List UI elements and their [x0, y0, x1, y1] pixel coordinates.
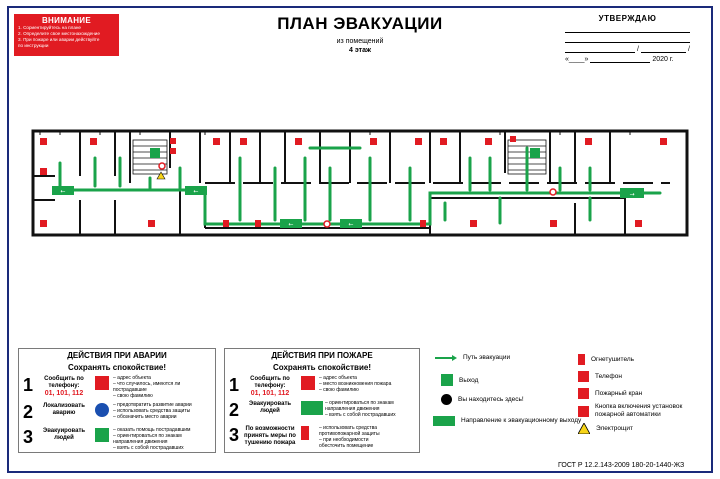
approval-block: УТВЕРЖДАЮ // «____» 2020 г.	[565, 14, 690, 63]
step-details: – адрес объекта– место возникновения пож…	[319, 375, 392, 393]
page-frame	[7, 6, 713, 473]
fire-heading: ДЕЙСТВИЯ ПРИ ПОЖАРЕ	[271, 351, 373, 360]
fire-step: 1 Сообщить по телефону:01, 101, 112 – ад…	[225, 374, 419, 398]
plan-title-block: ПЛАН ЭВАКУАЦИИ из помещений 4 этаж	[240, 14, 480, 54]
step-number: 3	[229, 425, 240, 445]
svg-text:←: ←	[288, 221, 293, 228]
step-number: 2	[23, 402, 34, 422]
fire-extinguisher-icon	[578, 354, 585, 365]
step-label: Эвакуировать людей	[248, 401, 292, 414]
step-label: По возможности принять меры по тушению п…	[244, 426, 296, 446]
legend-exit: Выход	[441, 374, 478, 386]
legend-panel-label: Электрощит	[596, 425, 633, 432]
step-number: 3	[23, 427, 34, 447]
you-are-here-icon	[441, 394, 452, 405]
first-aid-icon	[95, 428, 109, 442]
phone-icon	[578, 371, 589, 382]
step-details: – использовать средства противопожарной …	[319, 425, 380, 449]
accident-step: 2 Локализовать аварию – предотвратить ра…	[19, 401, 215, 425]
standard-footer: ГОСТ Р 12.2.143-2009 180-20-1440-ЖЗ	[558, 462, 685, 469]
approval-heading: УТВЕРЖДАЮ	[598, 14, 657, 23]
legend-phone: Телефон	[578, 371, 622, 382]
fire-subheading: Сохранять спокойствие!	[273, 363, 371, 372]
attention-line: 1. Сориентируйтесь на плане	[18, 25, 81, 30]
signature-row: //	[565, 43, 690, 53]
step-details: – оказать помощь пострадавшим– ориентиро…	[113, 427, 191, 451]
page-title: ПЛАН ЭВАКУАЦИИ	[277, 14, 443, 33]
accident-actions-panel: ДЕЙСТВИЯ ПРИ АВАРИИ Сохранять спокойстви…	[18, 348, 216, 453]
fire-step: 3 По возможности принять меры по тушению…	[225, 424, 419, 449]
legend-phone-label: Телефон	[595, 373, 622, 380]
evacuation-path-icon	[435, 354, 457, 361]
legend-direction: Направление к эвакуационному выходу	[433, 416, 583, 426]
step-number: 2	[229, 400, 240, 420]
step-label: Локализовать аварию	[43, 403, 85, 416]
svg-text:→: →	[629, 191, 634, 198]
phone-icon	[301, 376, 315, 390]
legend-alarm-button-label: Кнопка включения установок пожарной авто…	[595, 403, 683, 418]
legend-panel: Электрощит	[578, 423, 633, 434]
legend-you-are-here-label: Вы находитесь здесь!	[458, 396, 524, 403]
phone-icon	[95, 376, 109, 390]
legend-exit-label: Выход	[459, 376, 479, 384]
accident-step: 1 Сообщить по телефону:01, 101, 112 – ад…	[19, 374, 215, 399]
step-details: – предотвратить развитие аварии– использ…	[113, 402, 192, 420]
legend-path-label: Путь эвакуации	[463, 354, 511, 361]
direction-to-exit-icon	[433, 416, 455, 426]
floor-label: 4 этаж	[349, 47, 371, 54]
emergency-phones: 01, 101, 112	[44, 390, 84, 397]
legend-path: Путь эвакуации	[435, 354, 510, 361]
svg-text:←: ←	[60, 188, 65, 195]
svg-text:←: ←	[348, 221, 353, 228]
signature-line	[565, 23, 690, 33]
attention-heading: ВНИМАНИЕ	[41, 16, 91, 25]
exit-sign-icon	[301, 401, 323, 415]
attention-line: 3. При пожаре или аварии действуйте	[18, 37, 100, 42]
step-number: 1	[229, 375, 240, 395]
attention-line: 2. Определите свое местонахождение	[18, 31, 100, 36]
step-number: 1	[23, 375, 34, 395]
accident-subheading: Сохранять спокойствие!	[68, 363, 166, 372]
legend-hydrant: Пожарный кран	[578, 388, 642, 399]
step-details: – адрес объекта– что случилось, имеются …	[113, 375, 181, 399]
accident-heading: ДЕЙСТВИЯ ПРИ АВАРИИ	[67, 351, 167, 360]
protection-icon	[95, 403, 109, 417]
floor-plan: ← ← ← ← →	[31, 129, 689, 237]
signature-line	[565, 33, 690, 43]
attention-line: по инструкции	[18, 43, 49, 48]
step-label: Сообщить по телефону:01, 101, 112	[44, 376, 84, 397]
exit-icon	[441, 374, 453, 386]
legend-direction-label: Направление к эвакуационному выходу	[461, 417, 582, 424]
date-year: 2020 г.	[652, 56, 674, 63]
electrical-panel-icon	[578, 423, 590, 434]
attention-box: ВНИМАНИЕ 1. Сориентируйтесь на плане 2. …	[14, 14, 119, 56]
emergency-phones: 01, 101, 112	[250, 390, 290, 397]
legend-hydrant-label: Пожарный кран	[595, 390, 643, 397]
date-row: «____» 2020 г.	[565, 53, 690, 63]
step-label: Эвакуировать людей	[42, 428, 86, 441]
extinguisher-icon	[301, 426, 309, 440]
step-details: – ориентироваться по знакам направления …	[325, 400, 396, 418]
page-subtitle: из помещений	[336, 38, 384, 45]
legend-alarm-button: Кнопка включения установок пожарной авто…	[578, 403, 708, 419]
date-prefix: «____»	[565, 56, 589, 63]
alarm-button-icon	[578, 405, 589, 417]
legend-extinguisher: Огнетушитель	[578, 354, 634, 365]
legend-you-are-here: Вы находитесь здесь!	[441, 394, 524, 405]
accident-step: 3 Эвакуировать людей – оказать помощь по…	[19, 426, 215, 451]
fire-step: 2 Эвакуировать людей – ориентироваться п…	[225, 399, 419, 423]
step-label: Сообщить по телефону:01, 101, 112	[250, 376, 290, 397]
legend-extinguisher-label: Огнетушитель	[591, 356, 635, 363]
fire-actions-panel: ДЕЙСТВИЯ ПРИ ПОЖАРЕ Сохранять спокойстви…	[224, 348, 420, 453]
fire-hydrant-icon	[578, 388, 589, 399]
svg-text:←: ←	[193, 188, 198, 195]
